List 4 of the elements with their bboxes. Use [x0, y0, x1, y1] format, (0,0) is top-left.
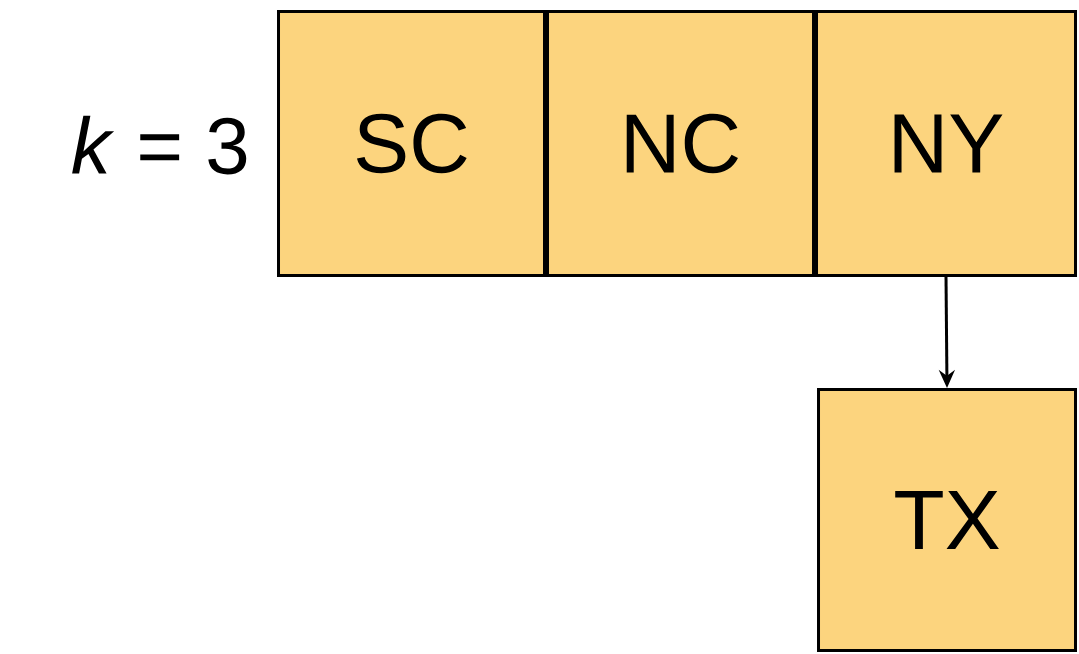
state-box: NC [546, 10, 815, 277]
state-box: NY [815, 10, 1077, 277]
state-box: SC [277, 10, 546, 277]
state-box: TX [817, 388, 1077, 652]
